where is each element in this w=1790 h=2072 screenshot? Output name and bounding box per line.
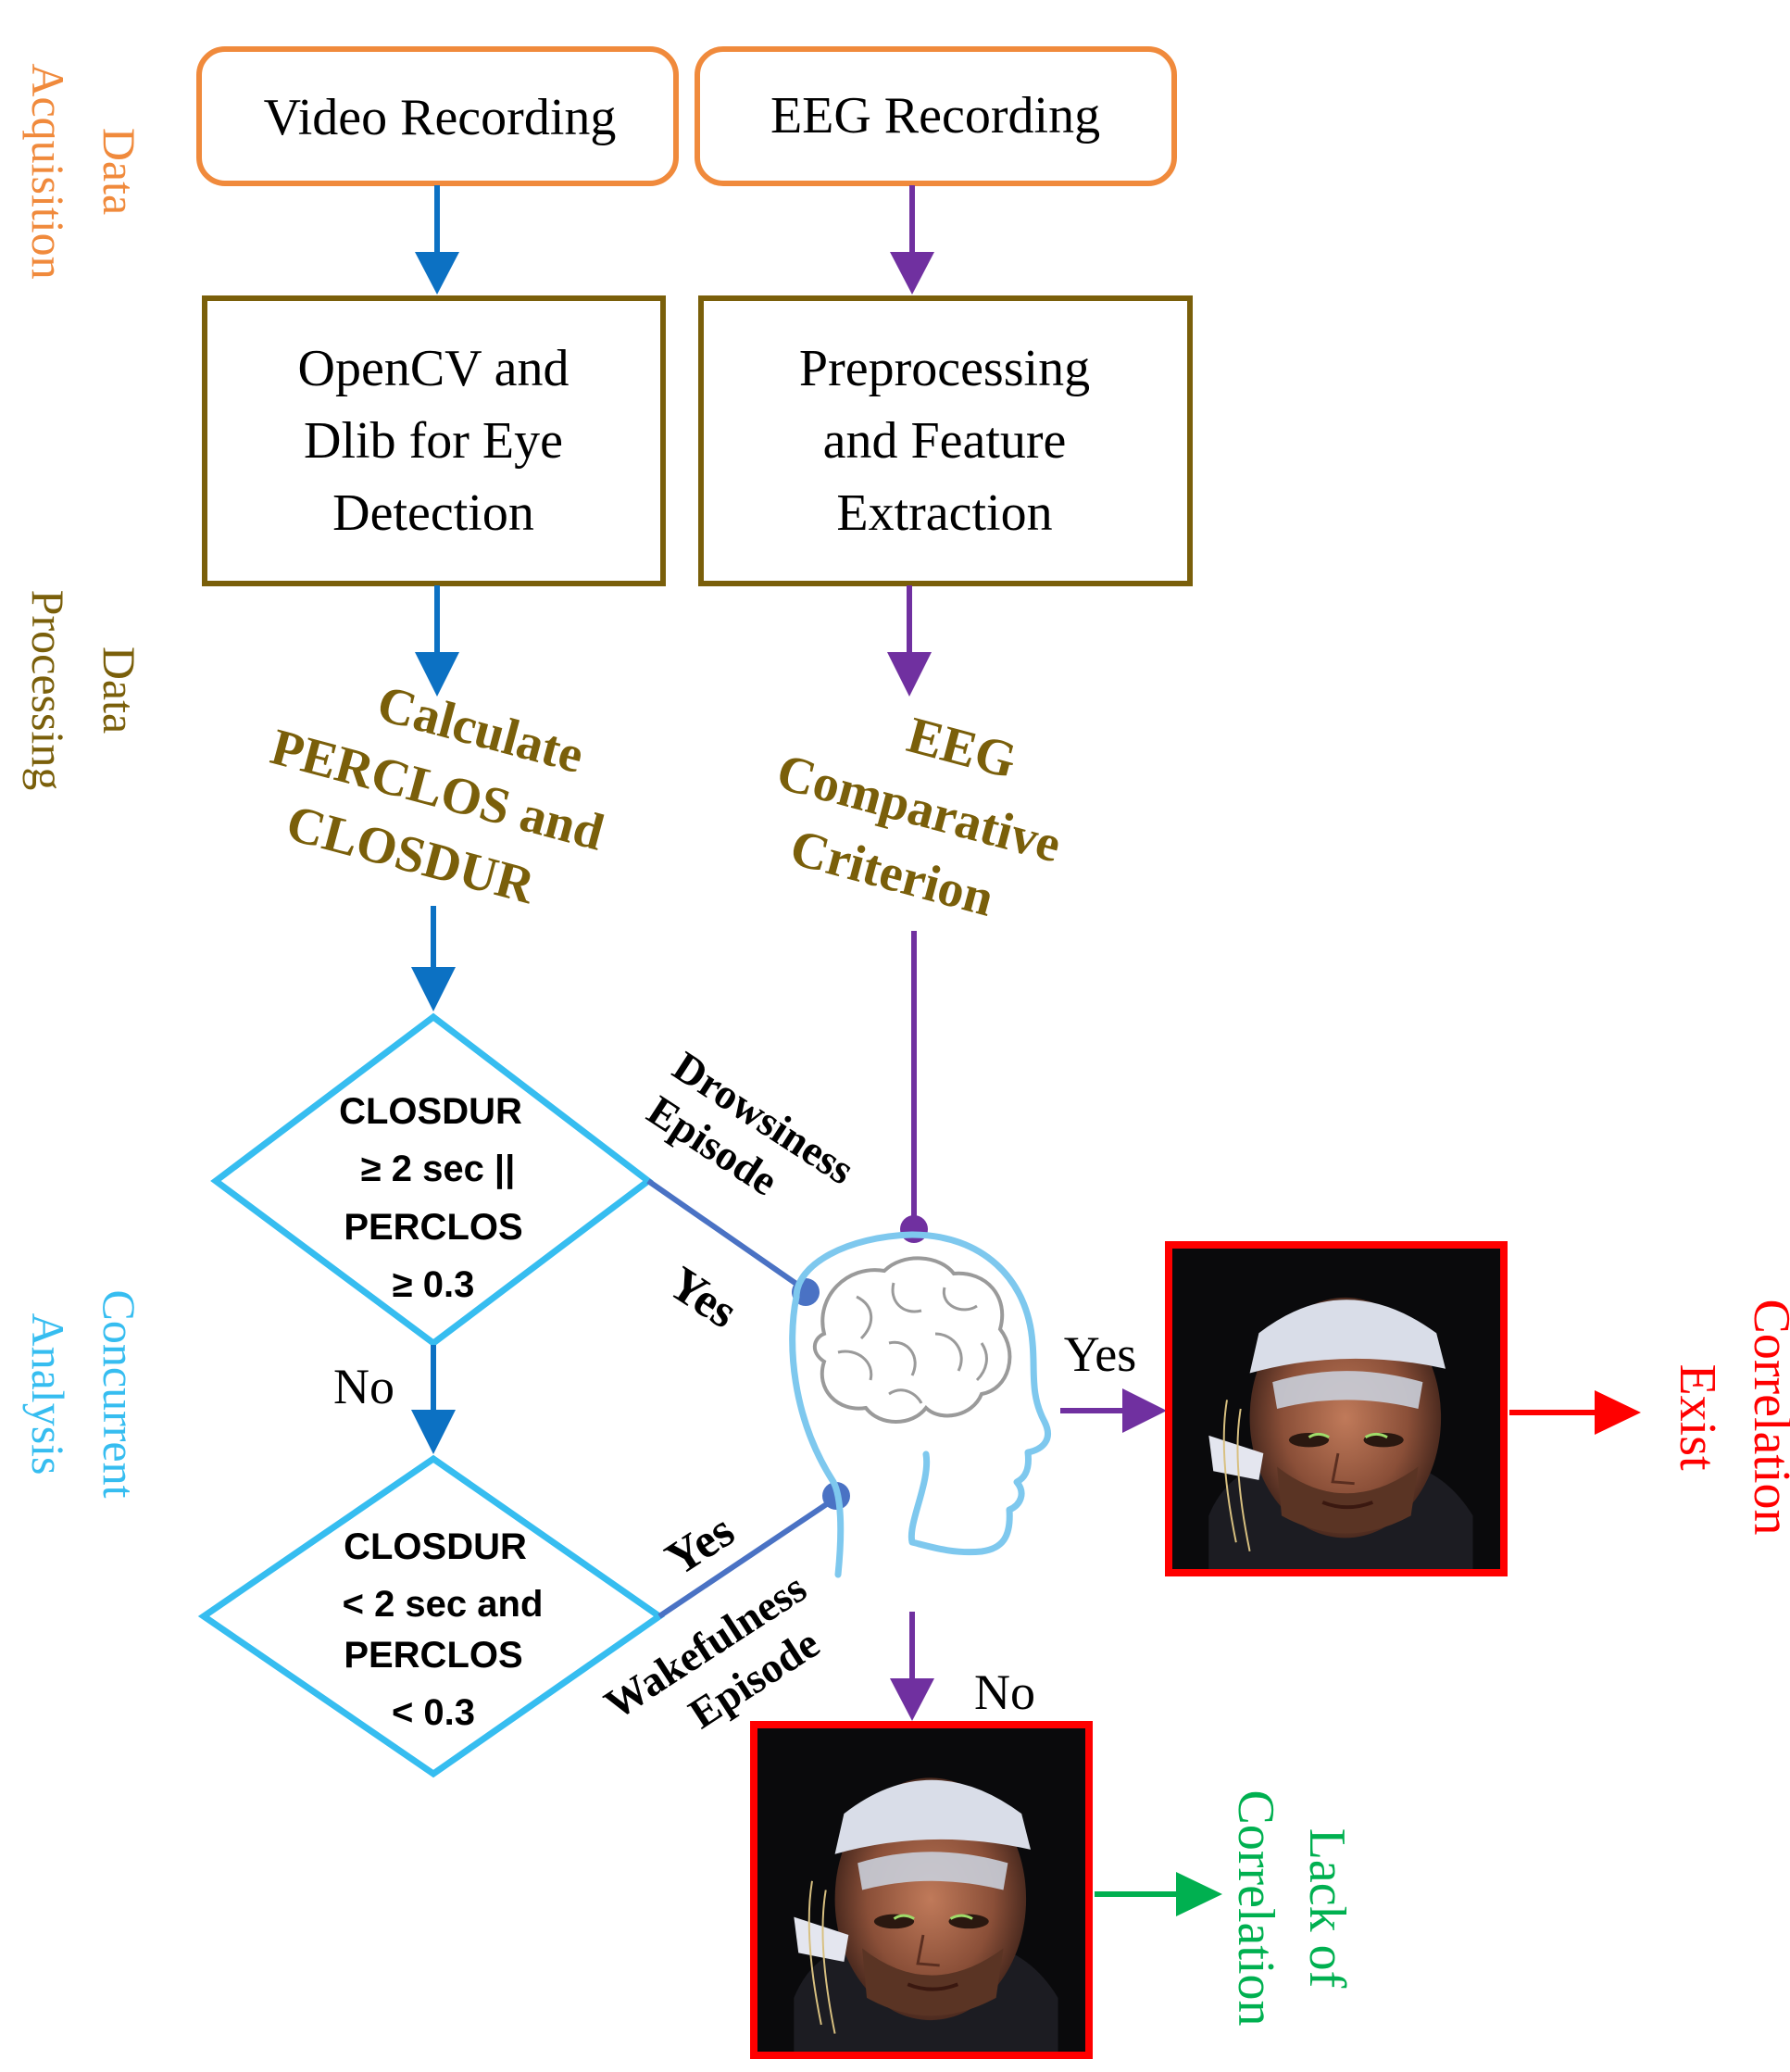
eeg-recording-label: EEG Recording	[770, 87, 1100, 144]
decision-drowsiness: CLOSDUR ≥ 2 sec || PERCLOS ≥ 0.3	[210, 1012, 654, 1348]
decision1-line-3: PERCLOS	[344, 1207, 522, 1248]
correlation-exist-line-1: Correlation	[1743, 1299, 1790, 1535]
criterion-line-1: EEG	[902, 707, 1022, 790]
label-no-left: No	[333, 1359, 394, 1414]
lack-of-correlation-label: Lack of Correlation	[1227, 1789, 1356, 2026]
decision2-line-1: CLOSDUR	[344, 1526, 527, 1567]
eeg-recording-box: EEG Recording	[695, 46, 1177, 186]
arrowhead-head-to-correlation	[1122, 1388, 1167, 1433]
arrowhead-head-to-lack	[890, 1678, 934, 1721]
connector-dot-top	[900, 1215, 928, 1243]
connector-drowsiness-to-head	[646, 1178, 807, 1293]
arrowhead-eeg-to-preproc	[890, 252, 934, 295]
connector-wakefulness-to-head	[657, 1495, 838, 1619]
label-yes-bottom: Yes	[657, 1504, 744, 1587]
lack-line-2: Correlation	[1227, 1789, 1284, 2026]
stage-processing-line-1: Data	[94, 647, 145, 734]
decision1-line-4: ≥ 0.3	[393, 1264, 475, 1305]
correlation-exist-line-2: Exist	[1669, 1363, 1726, 1471]
opencv-line-3: Detection	[332, 484, 534, 542]
lack-line-1: Lack of	[1298, 1828, 1356, 1989]
arrowhead-to-correlation-exist	[1595, 1390, 1641, 1435]
calculate-perclos-label: Calculate PERCLOS and CLOSDUR	[265, 674, 609, 915]
video-recording-box: Video Recording	[196, 46, 679, 186]
arrowhead-preproc-to-criterion	[887, 652, 932, 697]
decision-wakefulness: CLOSDUR < 2 sec and PERCLOS < 0.3	[197, 1454, 666, 1778]
stage-processing-line-2: Processing	[22, 590, 74, 791]
preproc-line-1: Preprocessing	[799, 340, 1090, 397]
face-photo-lack	[750, 1721, 1093, 2059]
opencv-dlib-box: OpenCV and Dlib for Eye Detection	[202, 295, 666, 586]
stage-analysis-line-1: Concurrent	[94, 1290, 145, 1499]
opencv-line-2: Dlib for Eye	[304, 412, 563, 470]
eeg-criterion-label: EEG Comparative Criterion	[770, 707, 1066, 928]
label-no-bottom: No	[974, 1664, 1035, 1720]
arrowhead-to-lack-of-correlation	[1176, 1872, 1222, 1916]
decision1-line-2: ≥ 2 sec ||	[361, 1149, 516, 1189]
label-yes-right: Yes	[1064, 1326, 1137, 1382]
drowsiness-episode-label: Drowsiness Episode	[639, 1042, 862, 1204]
stage-label-acquisition: Data Acquisition	[22, 63, 145, 279]
preprocessing-box: Preprocessing and Feature Extraction	[698, 295, 1193, 586]
label-yes-top: Yes	[659, 1257, 746, 1339]
face-photo-correlation	[1165, 1241, 1508, 1576]
opencv-line-1: OpenCV and	[298, 340, 570, 397]
preproc-line-2: and Feature	[823, 412, 1067, 470]
decision2-line-2: < 2 sec and	[343, 1584, 544, 1625]
stage-acquisition-line-2: Acquisition	[22, 63, 74, 279]
video-recording-label: Video Recording	[264, 89, 617, 146]
brain-head-icon	[789, 1231, 1051, 1578]
arrowhead-opencv-to-calc	[415, 652, 459, 697]
stage-acquisition-line-1: Data	[94, 128, 145, 215]
stage-label-analysis: Concurrent Analysis	[22, 1290, 145, 1499]
arrowhead-decision1-to-decision2	[411, 1410, 456, 1454]
stage-label-processing: Data Processing	[22, 590, 145, 791]
decision1-line-1: CLOSDUR	[339, 1091, 522, 1132]
decision2-line-4: < 0.3	[392, 1692, 475, 1733]
decision2-line-3: PERCLOS	[344, 1635, 522, 1676]
stage-analysis-line-2: Analysis	[22, 1313, 74, 1476]
correlation-exist-label: Correlation Exist	[1669, 1299, 1790, 1535]
preproc-line-3: Extraction	[836, 484, 1052, 542]
arrowhead-calc-to-decision1	[411, 967, 456, 1011]
arrowhead-video-to-opencv	[415, 252, 459, 295]
